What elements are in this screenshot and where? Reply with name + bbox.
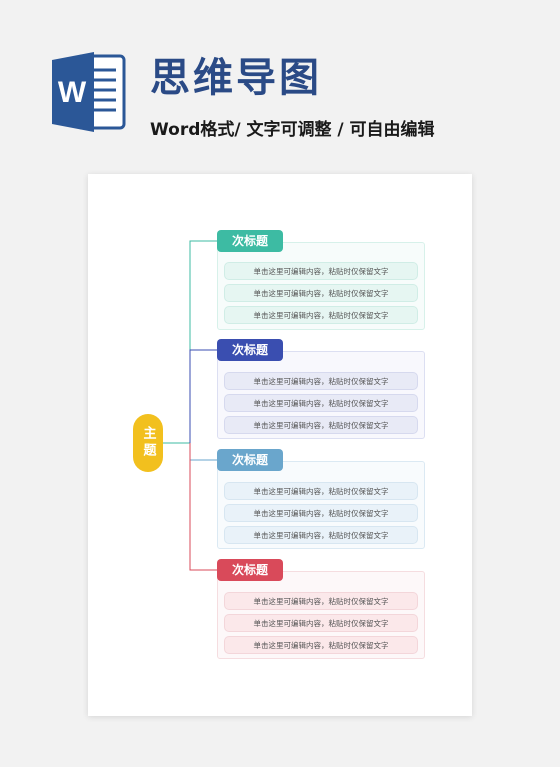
leaf-node[interactable]: 单击这里可编辑内容，粘贴时仅保留文字 — [224, 614, 418, 632]
leaf-node[interactable]: 单击这里可编辑内容，粘贴时仅保留文字 — [224, 284, 418, 302]
branch-label[interactable]: 次标题 — [217, 449, 283, 471]
branch-label[interactable]: 次标题 — [217, 559, 283, 581]
leaf-node[interactable]: 单击这里可编辑内容，粘贴时仅保留文字 — [224, 636, 418, 654]
word-icon: W — [52, 52, 126, 132]
leaf-node[interactable]: 单击这里可编辑内容，粘贴时仅保留文字 — [224, 504, 418, 522]
logo-letter: W — [58, 76, 87, 109]
mindmap-root-topic[interactable]: 主题 — [133, 414, 163, 472]
leaf-node[interactable]: 单击这里可编辑内容，粘贴时仅保留文字 — [224, 416, 418, 434]
connector-branch-4 — [189, 443, 217, 571]
page-title: 思维导图 — [150, 55, 322, 101]
leaf-node[interactable]: 单击这里可编辑内容，粘贴时仅保留文字 — [224, 262, 418, 280]
leaf-node[interactable]: 单击这里可编辑内容，粘贴时仅保留文字 — [224, 372, 418, 390]
leaf-node[interactable]: 单击这里可编辑内容，粘贴时仅保留文字 — [224, 482, 418, 500]
connector-branch-3 — [189, 443, 217, 461]
branch-label[interactable]: 次标题 — [217, 230, 283, 252]
connector-branch-1 — [163, 240, 217, 444]
leaf-node[interactable]: 单击这里可编辑内容，粘贴时仅保留文字 — [224, 526, 418, 544]
connector-branch-2 — [189, 349, 217, 443]
header: W 思维导图 Word格式/ 文字可调整 / 可自由编辑 — [0, 0, 560, 160]
page-subtitle: Word格式/ 文字可调整 / 可自由编辑 — [150, 120, 435, 140]
leaf-node[interactable]: 单击这里可编辑内容，粘贴时仅保留文字 — [224, 592, 418, 610]
branch-label[interactable]: 次标题 — [217, 339, 283, 361]
leaf-node[interactable]: 单击这里可编辑内容，粘贴时仅保留文字 — [224, 306, 418, 324]
leaf-node[interactable]: 单击这里可编辑内容，粘贴时仅保留文字 — [224, 394, 418, 412]
